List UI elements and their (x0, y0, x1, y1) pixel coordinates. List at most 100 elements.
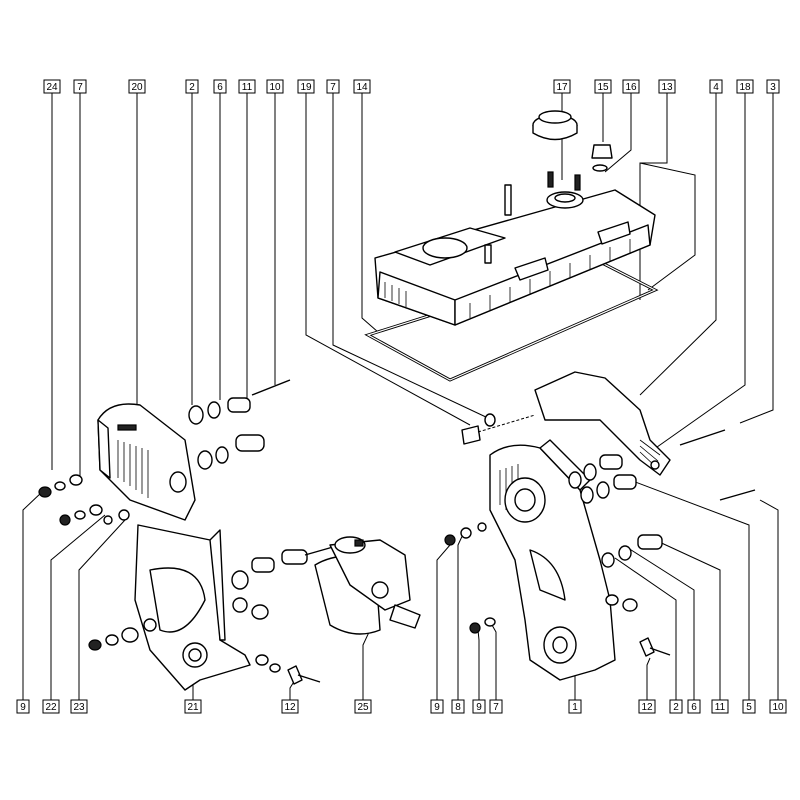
right-fasteners (444, 413, 756, 657)
callout-box (451, 699, 465, 714)
leader-4 (639, 93, 717, 396)
callout-box (430, 699, 444, 714)
callout-box (184, 699, 202, 714)
pump-mount (314, 536, 421, 635)
callout-number: 1 (572, 702, 578, 713)
callout-box (709, 79, 723, 94)
callout-box (70, 699, 88, 714)
callout-number: 6 (691, 702, 697, 713)
callout-box (658, 79, 676, 94)
callout-box (638, 699, 656, 714)
callout-number: 14 (356, 82, 368, 93)
callout-bot-8: 8 (451, 699, 465, 714)
callout-number: 6 (217, 82, 223, 93)
callout-bot-23: 23 (70, 699, 88, 714)
leader-3 (739, 93, 774, 424)
oil-filler-cap (532, 110, 578, 141)
callout-number: 2 (673, 702, 679, 713)
callout-number: 17 (556, 82, 568, 93)
callout-top-3: 3 (766, 79, 780, 94)
callout-bot-2: 2 (669, 699, 683, 714)
callout-bot-10: 10 (769, 699, 787, 714)
callout-number: 15 (597, 82, 609, 93)
callout-number: 12 (284, 702, 296, 713)
callout-top-24: 24 (43, 79, 61, 94)
callout-box (213, 79, 227, 94)
callout-box (568, 699, 582, 714)
leader-13b (639, 162, 696, 291)
leader-23 (78, 519, 126, 700)
callout-box (43, 79, 61, 94)
callout-bot-9b: 9 (430, 699, 444, 714)
callout-bot-1: 1 (568, 699, 582, 714)
callout-bot-5: 5 (742, 699, 756, 714)
callout-number: 20 (131, 82, 143, 93)
callout-box (297, 79, 315, 94)
callout-box (687, 699, 701, 714)
callout-number: 7 (77, 82, 83, 93)
callout-number: 2 (189, 82, 195, 93)
leader-16 (604, 93, 632, 173)
callout-top-7a: 7 (73, 79, 87, 94)
leader-19 (305, 93, 471, 426)
right-bracket (534, 371, 671, 476)
callout-number: 12 (641, 702, 653, 713)
cover-washer (592, 164, 608, 172)
callout-top-7b: 7 (326, 79, 340, 94)
callout-bot-25: 25 (354, 699, 372, 714)
cover-nut (591, 144, 613, 159)
callout-box (73, 79, 87, 94)
callout-top-6: 6 (213, 79, 227, 94)
callout-bot-6: 6 (687, 699, 701, 714)
callout-number: 5 (746, 702, 752, 713)
leader-7b (332, 93, 489, 419)
callout-box (472, 699, 486, 714)
callout-box (326, 79, 340, 94)
callout-box (128, 79, 146, 94)
callout-number: 25 (357, 702, 369, 713)
callout-box (238, 79, 256, 94)
callout-number: 3 (770, 82, 776, 93)
leader-25 (362, 629, 371, 700)
callout-box (16, 699, 30, 714)
callout-box (353, 79, 371, 94)
leader-6b (627, 547, 695, 700)
callout-top-15: 15 (594, 79, 612, 94)
callout-box (185, 79, 199, 94)
callout-box (769, 699, 787, 714)
callout-bot-12a: 12 (281, 699, 299, 714)
callout-box (354, 699, 372, 714)
callout-box (489, 699, 503, 714)
callout-box (742, 699, 756, 714)
callout-top-17: 17 (553, 79, 571, 94)
callout-bot-21: 21 (184, 699, 202, 714)
callout-number: 16 (625, 82, 637, 93)
leader-5 (629, 479, 750, 700)
callout-box (553, 79, 571, 94)
upper-timing-cover (97, 403, 196, 521)
callout-box (594, 79, 612, 94)
callout-number: 9 (476, 702, 482, 713)
valve-cover-assembly (364, 110, 659, 382)
callout-box (669, 699, 683, 714)
callout-number: 8 (455, 702, 461, 713)
callout-number: 9 (20, 702, 26, 713)
callout-top-14: 14 (353, 79, 371, 94)
callout-box (711, 699, 729, 714)
leader-9a (22, 491, 43, 700)
callout-box (266, 79, 284, 94)
callout-number: 10 (772, 702, 784, 713)
callout-top-11: 11 (238, 79, 256, 94)
callout-bot-22: 22 (42, 699, 60, 714)
leader-9b (436, 544, 451, 700)
callout-number: 7 (330, 82, 336, 93)
callout-top-4: 4 (709, 79, 723, 94)
callout-number: 7 (493, 702, 499, 713)
callout-top-2: 2 (185, 79, 199, 94)
callout-top-16: 16 (622, 79, 640, 94)
callout-number: 9 (434, 702, 440, 713)
callout-number: 13 (661, 82, 673, 93)
callout-bot-11: 11 (711, 699, 729, 714)
